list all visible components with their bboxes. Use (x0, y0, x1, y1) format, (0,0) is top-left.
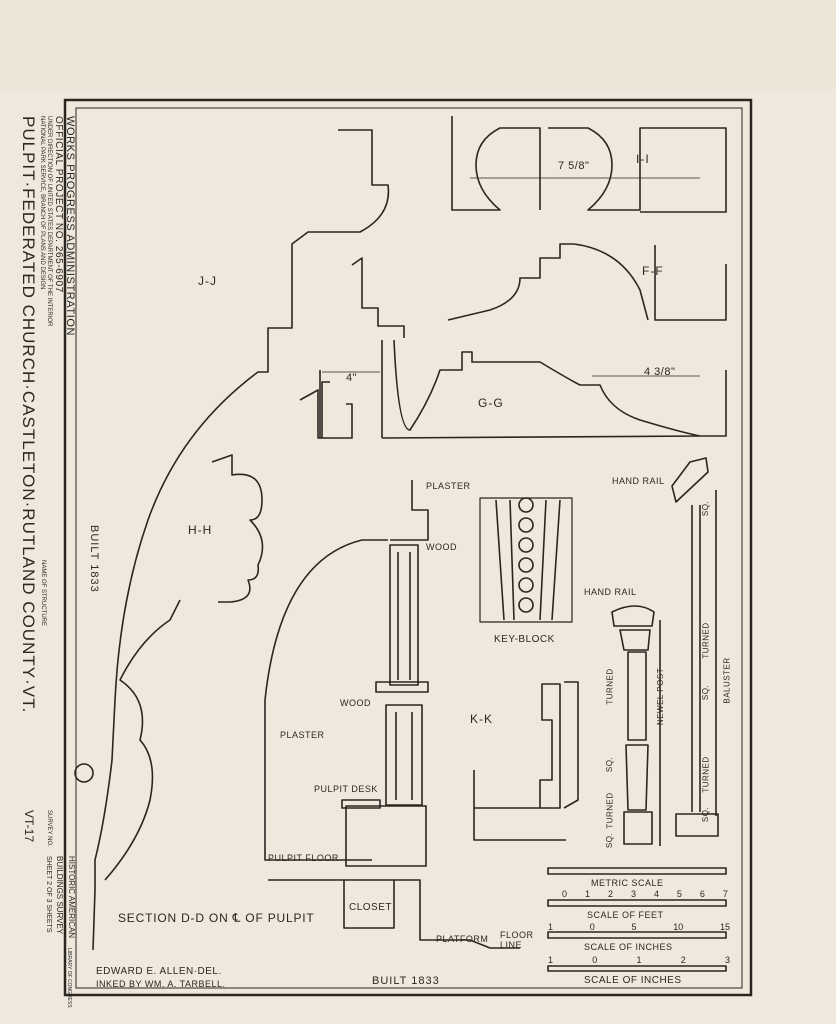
feet-scale-label: SCALE OF FEET (587, 910, 664, 920)
metric-tick: 1 (584, 889, 590, 899)
section-j-j: J-J (198, 274, 217, 288)
label-newel-post: NEWEL POST (656, 667, 666, 726)
agency-line-4: NATIONAL PARK SERVICE, BRANCH OF PLANS A… (39, 116, 45, 290)
library-stamp: LIBRARY OF CONGRESS (66, 948, 72, 1008)
inches-scale-label: SCALE OF INCHES (584, 942, 673, 952)
label-plaster-left: PLASTER (280, 730, 325, 740)
label-sq-d: SQ. (701, 684, 711, 701)
metric-scale-label: METRIC SCALE (591, 878, 664, 888)
label-turned-b: TURNED (605, 792, 615, 829)
label-plaster-top: PLASTER (426, 481, 471, 491)
label-wood-mid: WOOD (340, 698, 371, 708)
section-d-d-arch (264, 539, 388, 861)
feet-scale-ticks: 1 0 5 10 15 (548, 922, 730, 932)
label-sq-e: SQ. (701, 806, 711, 823)
label-platform: PLATFORM (436, 934, 489, 944)
label-sq-b: SQ. (605, 832, 615, 849)
feet-tick: 1 (548, 922, 554, 932)
inches-scale-bar (547, 931, 727, 939)
metric-scale-bar (547, 867, 727, 875)
section-k-k: K-K (470, 712, 494, 726)
label-sq-c: SQ. (701, 500, 711, 517)
survey-no: VT-17 (22, 810, 36, 843)
metric-tick: 5 (676, 889, 682, 899)
structure-name: PULPIT·FEDERATED CHURCH·CASTLETON·RUTLAN… (19, 116, 38, 714)
profile-i-i (451, 116, 727, 213)
section-f-f: F-F (642, 264, 664, 278)
inches-scale-label-2: SCALE OF INCHES (584, 975, 682, 986)
label-turned-c: TURNED (701, 622, 711, 659)
delineator: EDWARD E. ALLEN·DEL. (96, 966, 222, 977)
inches-tick: 2 (680, 955, 686, 965)
key-block-label: KEY-BLOCK (494, 634, 555, 645)
label-sq-a: SQ. (605, 756, 615, 773)
metric-tick: 0 (562, 889, 568, 899)
metric-tick: 2 (607, 889, 613, 899)
label-hand-rail-post: HAND RAIL (584, 587, 637, 597)
agency-line-3: UNDER DIRECTION OF UNITED STATES DEPARTM… (46, 116, 52, 327)
newel-post (611, 605, 655, 627)
label-hand-rail-top: HAND RAIL (612, 476, 665, 486)
feet-tick: 0 (589, 922, 595, 932)
feet-tick: 5 (631, 922, 637, 932)
feet-tick: 15 (719, 922, 730, 932)
label-pulpit-desk: PULPIT DESK (314, 784, 378, 794)
section-title: SECTION D-D ON ℄ OF PULPIT (118, 911, 315, 925)
profile-f-f (447, 243, 727, 321)
profile-g-g (319, 339, 727, 439)
metric-tick: 7 (722, 889, 728, 899)
label-baluster: BALUSTER (722, 657, 732, 704)
survey-no-label: SURVEY NO. (46, 810, 52, 847)
agency-line-1: WORKS PROGRESS ADMINISTRATION (64, 116, 76, 337)
inches-tick: 1 (636, 955, 642, 965)
name-of-structure-label: NAME OF STRUCTURE (40, 560, 46, 626)
key-block (479, 497, 573, 623)
inches-scale-ticks: 1 0 1 2 3 (548, 955, 730, 965)
feet-scale-bar (547, 899, 727, 907)
label-turned-d: TURNED (701, 756, 711, 793)
feet-tick: 10 (673, 922, 684, 932)
outer-border (63, 98, 753, 997)
agency-line-2: OFFICIAL PROJECT NO. 265-6907 (53, 116, 64, 293)
label-pulpit-floor: PULPIT FLOOR (268, 853, 339, 863)
metric-scale-ticks: 0 1 2 3 4 5 6 7 (562, 889, 728, 899)
inches-tick: 3 (724, 955, 730, 965)
inches-tick: 0 (592, 955, 598, 965)
metric-tick: 4 (653, 889, 659, 899)
built-bottom: BUILT 1833 (372, 975, 440, 987)
section-i-i: I-I (636, 152, 650, 166)
dim-g-left: 4" (346, 372, 358, 384)
metric-tick: 6 (699, 889, 705, 899)
label-wood-top: WOOD (426, 542, 457, 552)
section-h-h: H-H (188, 523, 213, 537)
dim-g-right: 4 3/8" (644, 366, 676, 378)
profile-h-h (211, 454, 264, 603)
profile-j-j (92, 129, 390, 951)
profile-k-k (473, 683, 561, 809)
baluster (671, 457, 709, 503)
dim-i-width: 7 5/8" (558, 160, 590, 172)
sheet-line: SHEET 2 OF 3 SHEETS (45, 856, 52, 933)
inker: INKED BY WM. A. TARBELL. (96, 979, 226, 989)
metric-tick: 3 (630, 889, 636, 899)
survey-line-2: BUILDINGS SURVEY (55, 856, 64, 935)
label-floor-line: FLOOR LINE (500, 930, 534, 950)
section-g-g: G-G (478, 396, 504, 410)
label-turned-a: TURNED (605, 668, 615, 705)
inches-tick: 1 (548, 955, 554, 965)
built-vertical: BUILT 1833 (88, 525, 100, 593)
survey-line-1: HISTORIC AMERICAN (67, 856, 76, 939)
label-closet: CLOSET (349, 902, 393, 913)
